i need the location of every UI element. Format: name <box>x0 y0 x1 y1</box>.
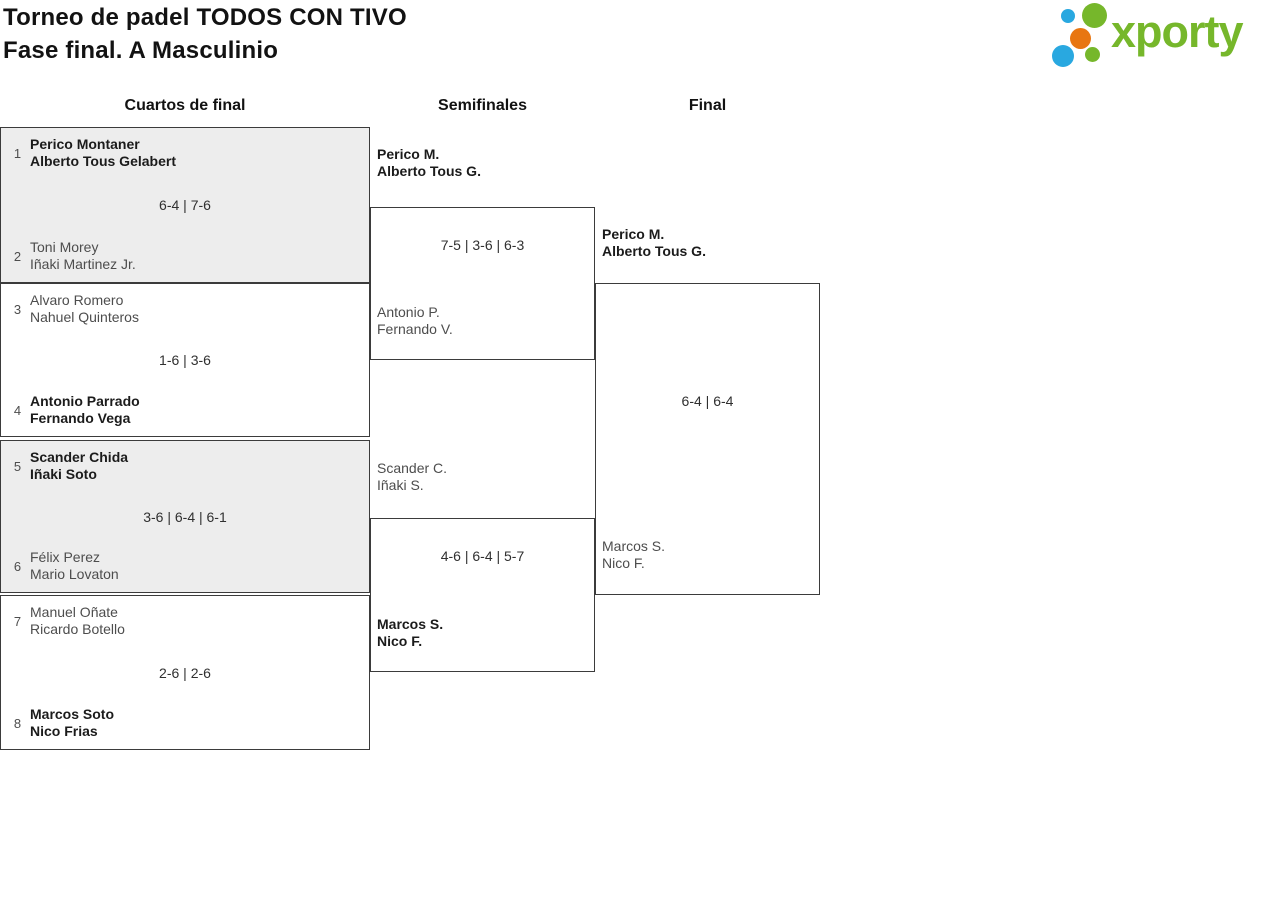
seed-number: 3 <box>13 301 22 317</box>
qf-match-1: 1 Perico Montaner Alberto Tous Gelabert … <box>0 127 370 283</box>
qf-match-3: 5 Scander Chida Iñaki Soto 3-6 | 6-4 | 6… <box>0 440 370 593</box>
team-names: Scander Chida Iñaki Soto <box>30 449 129 482</box>
qf3-team-top: 5 Scander Chida Iñaki Soto <box>10 449 361 483</box>
page-title: Torneo de padel TODOS CON TIVO Fase fina… <box>3 1 407 67</box>
sf2-team-bottom: Marcos S. Nico F. <box>377 616 444 649</box>
sf-match-1-box <box>370 207 595 360</box>
sf1-team-bottom: Antonio P. Fernando V. <box>377 304 453 337</box>
xporty-wordmark: xporty <box>1111 6 1244 57</box>
seed-number: 4 <box>13 402 22 418</box>
final-score: 6-4 | 6-4 <box>681 393 734 409</box>
team-names: Toni Morey Iñaki Martinez Jr. <box>30 239 136 272</box>
qf4-team-top: 7 Manuel Oñate Ricardo Botello <box>10 604 361 638</box>
seed-number: 5 <box>13 458 22 474</box>
logo-dot-green-large <box>1082 3 1107 28</box>
qf1-team-top: 1 Perico Montaner Alberto Tous Gelabert <box>10 136 361 170</box>
qf2-team-bottom: 4 Antonio Parrado Fernando Vega <box>10 393 361 427</box>
logo-dot-blue-medium <box>1052 45 1074 67</box>
round-header-quarterfinals: Cuartos de final <box>124 97 246 114</box>
qf2-team-top: 3 Alvaro Romero Nahuel Quinteros <box>10 292 361 326</box>
seed-number: 8 <box>13 715 22 731</box>
final-team-top: Perico M. Alberto Tous G. <box>602 226 706 259</box>
match-score: 6-4 | 7-6 <box>159 197 211 213</box>
qf4-team-bottom: 8 Marcos Soto Nico Frias <box>10 706 361 740</box>
seed-number: 1 <box>13 145 22 161</box>
team-names: Félix Perez Mario Lovaton <box>30 549 119 582</box>
match-score: 1-6 | 3-6 <box>159 352 211 368</box>
match-score: 2-6 | 2-6 <box>159 664 211 681</box>
sf2-team-top: Scander C. Iñaki S. <box>377 460 448 493</box>
round-header-semifinals: Semifinales <box>438 97 527 114</box>
sf2-score: 4-6 | 6-4 | 5-7 <box>440 548 525 564</box>
xporty-logo[interactable]: xporty <box>1045 0 1277 70</box>
team-names: Alvaro Romero Nahuel Quinteros <box>30 292 139 325</box>
match-score: 3-6 | 6-4 | 6-1 <box>143 508 227 525</box>
team-names: Marcos Soto Nico Frias <box>30 706 115 739</box>
seed-number: 7 <box>13 613 22 629</box>
team-names: Manuel Oñate Ricardo Botello <box>30 604 125 637</box>
logo-dot-green-small <box>1085 47 1100 62</box>
team-names: Antonio Parrado Fernando Vega <box>30 393 140 426</box>
final-match-box <box>595 283 820 595</box>
round-header-final: Final <box>688 97 727 114</box>
qf-match-2: 3 Alvaro Romero Nahuel Quinteros 1-6 | 3… <box>0 283 370 437</box>
team-names: Perico Montaner Alberto Tous Gelabert <box>30 136 176 169</box>
seed-number: 6 <box>13 558 22 574</box>
seed-number: 2 <box>13 248 22 264</box>
logo-dot-orange <box>1070 28 1091 49</box>
sf1-team-top: Perico M. Alberto Tous G. <box>377 146 481 179</box>
qf3-team-bottom: 6 Félix Perez Mario Lovaton <box>10 549 361 583</box>
logo-dot-blue-small <box>1061 9 1075 23</box>
phase-title: Fase final. A Masculinio <box>3 37 279 64</box>
sf-match-2-box <box>370 518 595 672</box>
final-team-bottom: Marcos S. Nico F. <box>602 538 666 571</box>
qf-match-4: 7 Manuel Oñate Ricardo Botello 2-6 | 2-6… <box>0 595 370 750</box>
tournament-title: Torneo de padel TODOS CON TIVO <box>3 4 407 31</box>
qf1-team-bottom: 2 Toni Morey Iñaki Martinez Jr. <box>10 239 361 273</box>
sf1-score: 7-5 | 3-6 | 6-3 <box>440 237 525 253</box>
